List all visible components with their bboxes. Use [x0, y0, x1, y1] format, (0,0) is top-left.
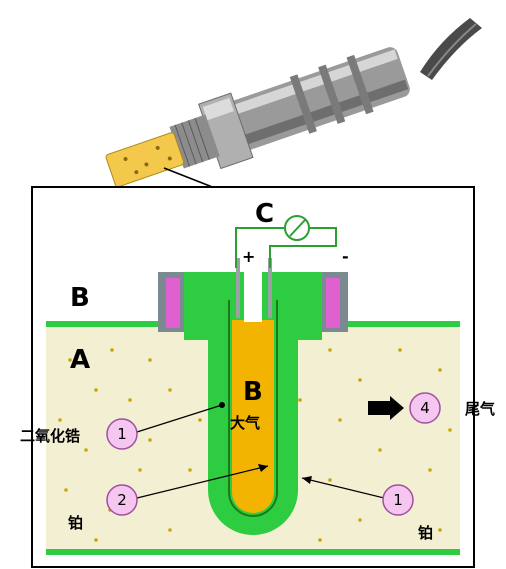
exhaust-arrow-icon: [368, 396, 404, 420]
marker-1-left: 1: [106, 418, 138, 450]
leader-zirconia: [136, 404, 223, 433]
leader-2: [136, 465, 269, 499]
marker-1-right: 1: [382, 484, 414, 516]
sensor-tip: [105, 132, 185, 188]
marker-2-text: 2: [117, 491, 127, 509]
wire-right: [269, 227, 337, 268]
marker-4: 4: [409, 392, 441, 424]
label-exhaust: 尾气: [465, 400, 495, 418]
label-a: A: [70, 345, 90, 375]
label-plus: +: [242, 247, 255, 266]
label-minus: -: [342, 247, 349, 266]
sensor-thread: [169, 114, 220, 169]
marker-2: 2: [106, 484, 138, 516]
label-b-top: B: [70, 283, 90, 313]
marker-1-right-text: 1: [393, 491, 403, 509]
center-slot: [244, 272, 262, 322]
label-atmosphere: 大气: [230, 414, 260, 432]
marker-1-left-text: 1: [117, 425, 127, 443]
bottom-electrode-line: [46, 549, 460, 555]
leader-1-right: [301, 477, 385, 499]
sensor-photo: [105, 18, 482, 191]
label-c: C: [255, 199, 274, 229]
sensor-body: [227, 47, 410, 151]
marker-4-text: 4: [420, 399, 430, 417]
label-platinum-left: 铂: [68, 514, 83, 532]
label-platinum-right: 铂: [418, 524, 433, 542]
label-b-inner: B: [243, 377, 263, 407]
label-zirconia: 二氧化锆: [20, 427, 80, 445]
inner-electrode: [228, 300, 278, 517]
wire-left: [235, 227, 286, 268]
atmosphere-channel: [232, 320, 274, 513]
